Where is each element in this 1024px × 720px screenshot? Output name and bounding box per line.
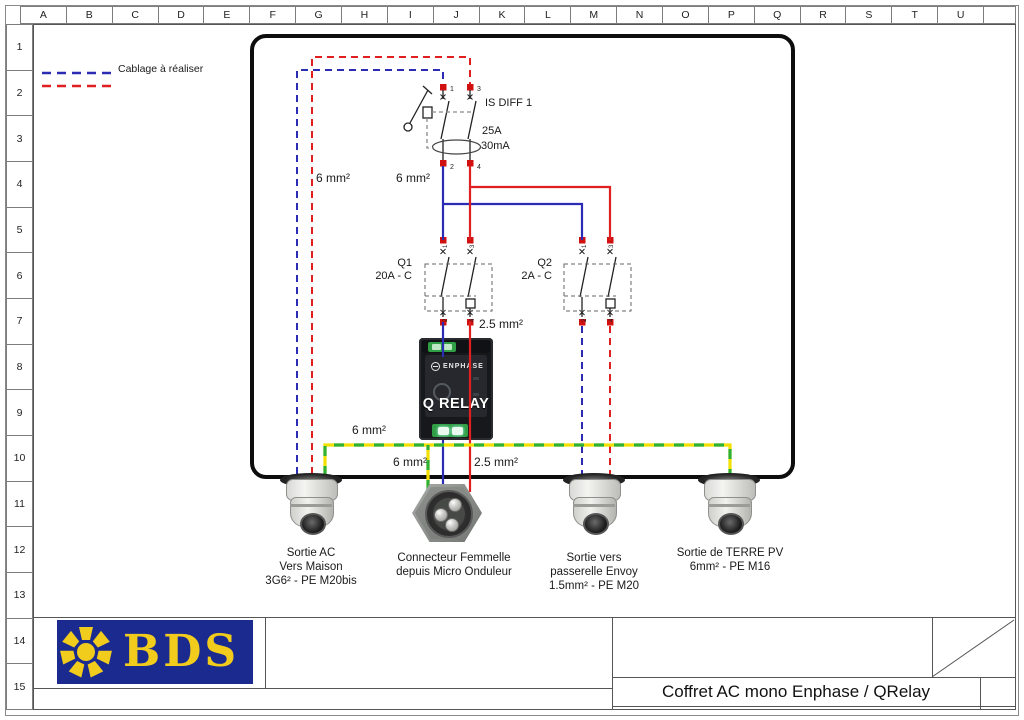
grid-row-label: 12 <box>7 527 32 574</box>
gland-envoy-out <box>562 471 626 539</box>
caption-ac-out: Sortie AC Vers Maison 3G6² - PE M20bis <box>240 546 382 588</box>
grid-col-label: I <box>388 7 434 23</box>
qrelay-top-connector <box>428 342 456 352</box>
grid-col-label: B <box>67 7 113 23</box>
rcd-current-label: 25A <box>482 125 502 137</box>
title-block-left-line <box>33 688 612 689</box>
grid-col-label: D <box>159 7 205 23</box>
wire-size-earth-main: 6 mm² <box>352 423 386 437</box>
caption-line: passerelle Envoy <box>550 566 638 578</box>
grid-col-label: G <box>296 7 343 23</box>
drawing-title: Coffret AC mono Enphase / QRelay <box>661 682 931 701</box>
grid-col-label: M <box>571 7 618 23</box>
grid-col-label: S <box>846 7 893 23</box>
sheet-outer-border <box>5 5 1019 716</box>
logo-text: BDS <box>123 626 240 677</box>
title-block-divider <box>612 617 613 710</box>
drawing-frame <box>33 24 1016 710</box>
grid-row-label: 8 <box>7 345 32 391</box>
grid-col-label: L <box>525 7 572 23</box>
caption-line: 3G6² - PE M20bis <box>265 575 357 587</box>
grid-col-label: R <box>801 7 847 23</box>
rcd-sensitivity-label: 30mA <box>481 140 510 152</box>
micro-inverter-connector <box>412 484 482 542</box>
caption-envoy-out: Sortie vers passerelle Envoy 1.5mm² - PE… <box>524 551 664 593</box>
grid-row-label: 1 <box>7 25 32 71</box>
grid-row-label: 9 <box>7 390 32 437</box>
grid-col-label: T <box>892 7 939 23</box>
qrelay-device: ENPHASE Q RELAY <box>419 338 493 440</box>
grid-row-label: 6 <box>7 253 32 300</box>
grid-col-label: O <box>663 7 709 23</box>
grid-col-label: U <box>938 7 985 23</box>
sun-icon <box>60 627 112 678</box>
grid-column-headers: A B C D E F G H I J K L M N O P Q R S T … <box>20 6 1016 24</box>
legend-label: Cablage à réaliser <box>118 63 204 75</box>
grid-col-label: N <box>617 7 664 23</box>
qrelay-brand-row: ENPHASE <box>431 362 484 371</box>
connector-pin <box>445 518 459 532</box>
q1-rating-label: 20A - C <box>375 270 412 282</box>
grid-row-label: 15 <box>13 680 26 693</box>
grid-row-label: 2 <box>7 71 32 117</box>
grid-col-label: A <box>21 7 67 23</box>
grid-row-label: 10 <box>7 436 32 482</box>
title-block-divider <box>932 617 933 677</box>
grid-col-label: K <box>480 7 526 23</box>
company-logo: BDS <box>57 620 253 684</box>
q2-name-label: Q2 <box>537 257 552 269</box>
wire-size-q1-qrelay: 2.5 mm² <box>479 317 524 331</box>
qrelay-brand-text: ENPHASE <box>443 363 484 370</box>
title-block-bottom-line <box>612 706 1016 707</box>
grid-row-label: 5 <box>7 208 32 254</box>
wire-size-earth-connector: 6 mm² <box>393 455 427 469</box>
grid-col-spacer <box>984 7 1015 23</box>
title-block-top-line <box>33 617 1016 618</box>
caption-line: 6mm² - PE M16 <box>689 561 771 573</box>
wire-size-house-feed: 6 mm² <box>316 171 350 185</box>
title-block-divider <box>265 617 266 688</box>
title-block-divider <box>980 677 981 710</box>
caption-line: depuis Micro Onduleur <box>396 566 512 578</box>
connector-pin <box>434 508 448 522</box>
gland-earth-out <box>697 471 761 539</box>
enphase-logo-icon <box>431 362 440 371</box>
grid-row-label: 11 <box>7 482 32 528</box>
caption-line: Vers Maison <box>279 561 343 573</box>
grid-col-label: Q <box>755 7 801 23</box>
qrelay-led-icon <box>473 377 479 380</box>
grid-row-label: 4 <box>7 162 32 208</box>
grid-col-label: H <box>342 7 388 23</box>
grid-row-headers: 1 2 3 4 5 6 7 8 9 10 11 12 13 14 15 <box>6 24 33 710</box>
q2-rating-label: 2A - C <box>521 270 552 282</box>
qrelay-bottom-connector <box>432 424 468 437</box>
caption-line: Sortie vers <box>566 552 622 564</box>
grid-row-label: 14 <box>7 619 32 665</box>
caption-micro-connector: Connecteur Femmelle depuis Micro Onduleu… <box>378 551 530 579</box>
wire-size-qrelay-out: 2.5 mm² <box>474 455 519 469</box>
title-block-right-line <box>612 677 1016 678</box>
grid-row-label: 13 <box>7 573 32 619</box>
caption-line: 1.5mm² - PE M20 <box>548 580 640 592</box>
grid-row-label: 3 <box>7 116 32 163</box>
grid-row-label: 7 <box>7 299 32 345</box>
connector-pin <box>448 498 462 512</box>
q1-name-label: Q1 <box>397 257 412 269</box>
gland-ac-out <box>279 471 343 539</box>
rcd-name-label: IS DIFF 1 <box>485 97 533 109</box>
caption-line: Sortie AC <box>286 547 336 559</box>
qrelay-product-name: Q RELAY <box>422 396 490 412</box>
caption-earth-out: Sortie de TERRE PV 6mm² - PE M16 <box>652 546 808 574</box>
grid-col-label: P <box>709 7 755 23</box>
wire-size-rcd-q1: 6 mm² <box>396 171 430 185</box>
caption-line: Connecteur Femmelle <box>397 552 511 564</box>
grid-col-label: J <box>434 7 480 23</box>
grid-col-label: E <box>204 7 251 23</box>
caption-line: Sortie de TERRE PV <box>676 547 784 559</box>
grid-col-label: C <box>113 7 159 23</box>
grid-col-label: F <box>250 7 297 23</box>
